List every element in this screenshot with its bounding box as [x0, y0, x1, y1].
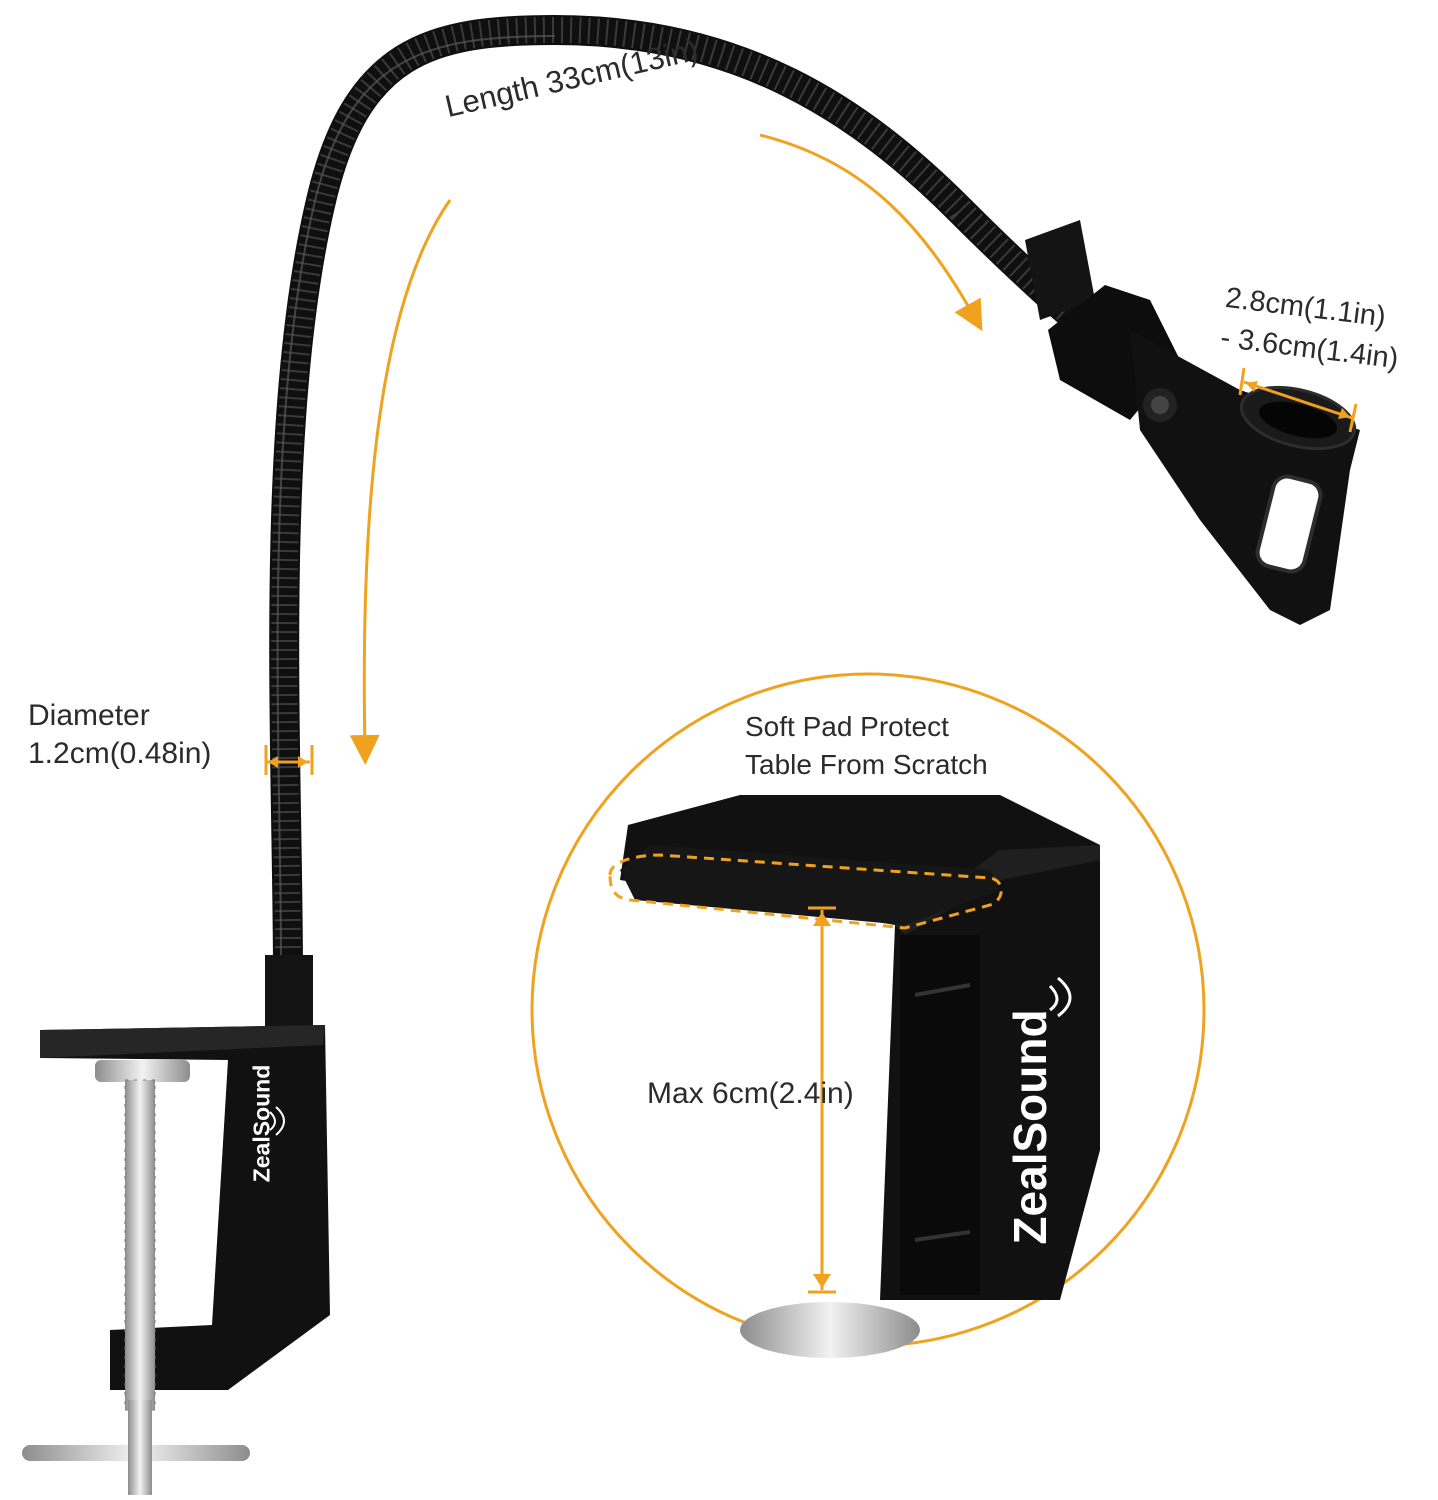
soft-pad-label: Soft Pad Protect Table From Scratch [745, 708, 988, 784]
length-arrow-right [759, 133, 983, 332]
length-arrow-left [349, 199, 452, 765]
brand-logo-small: ZealSound [248, 1064, 275, 1183]
soft-pad-label-line1: Soft Pad Protect [745, 711, 949, 742]
diameter-arrow [264, 745, 314, 775]
clip-width-arrow [1238, 367, 1358, 433]
max-opening-arrow [808, 906, 836, 1294]
sound-wave-icon [1048, 976, 1072, 1018]
gooseneck-highlight [276, 35, 556, 961]
clamp-detail [608, 795, 1100, 1358]
diameter-label-line1: Diameter [28, 699, 150, 732]
max-opening-label: Max 6cm(2.4in) [647, 1077, 854, 1110]
diameter-label: Diameter 1.2cm(0.48in) [28, 697, 211, 773]
diameter-label-line2: 1.2cm(0.48in) [28, 737, 212, 770]
sound-wave-icon [269, 1106, 285, 1136]
soft-pad-label-line2: Table From Scratch [745, 749, 988, 780]
brand-logo-large: ZealSound [1004, 1009, 1056, 1245]
microphone-clip [1025, 220, 1360, 625]
gooseneck-ribs [271, 16, 1099, 976]
desk-clamp-small [22, 955, 330, 1495]
